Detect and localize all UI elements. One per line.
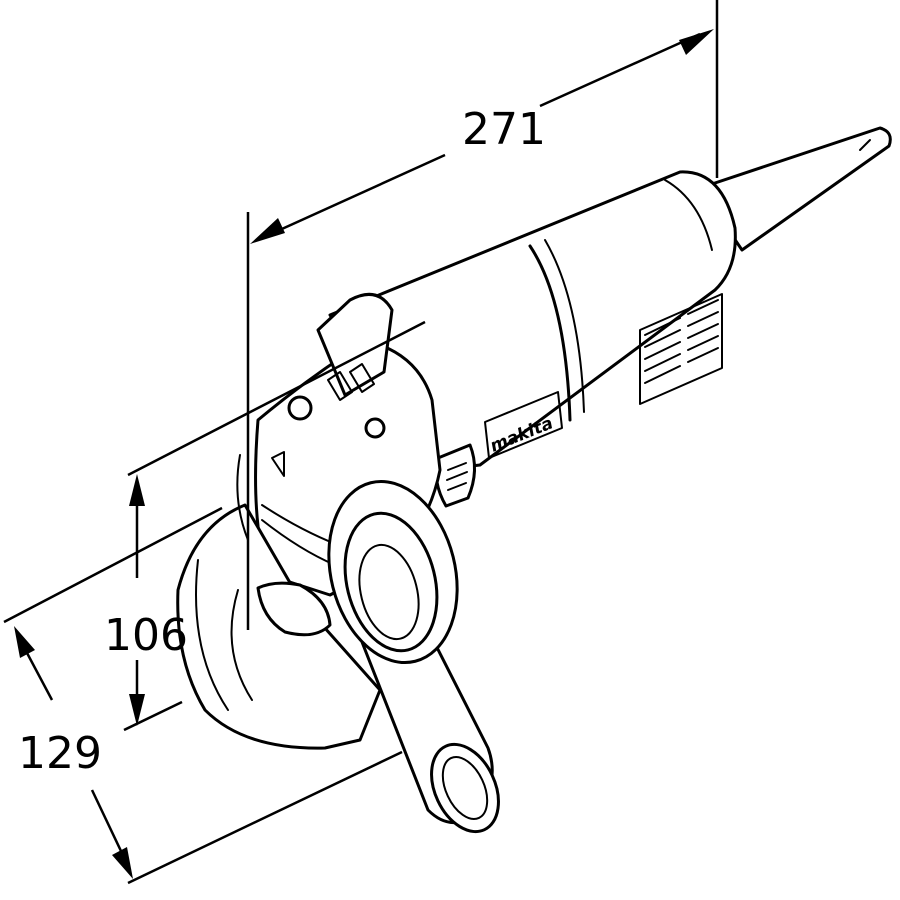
arrow-head: [250, 218, 285, 244]
dimension-height-total: 129: [3, 506, 403, 885]
length-dimension-label: 271: [462, 104, 546, 155]
arrow-head: [129, 694, 145, 726]
body-height-dimension-label: 106: [104, 610, 188, 661]
vent-slots: [639, 293, 723, 405]
arrow-head: [129, 474, 145, 506]
total-height-dimension-label: 129: [18, 728, 102, 779]
wheel-guard: [176, 454, 382, 750]
dimension-length: 271: [246, 0, 719, 630]
dimension-height-body: 106: [104, 320, 426, 732]
side-handle: [327, 479, 500, 834]
arrow-head: [14, 626, 35, 658]
power-cord: [698, 126, 892, 252]
arrow-head: [679, 29, 714, 55]
arrow-head: [112, 847, 133, 879]
